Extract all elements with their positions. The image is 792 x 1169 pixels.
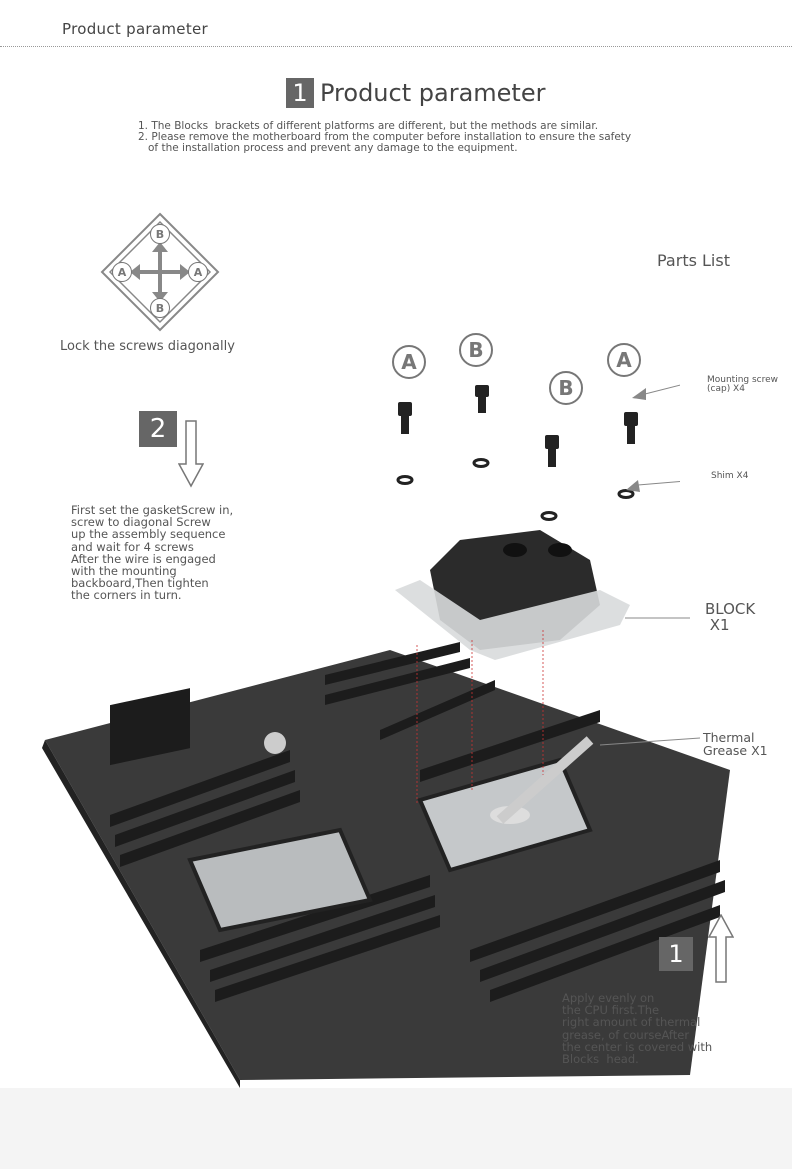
screws-and-shims-icon <box>396 384 680 521</box>
screw-label-b2: B <box>549 371 583 405</box>
parts-list-title: Parts List <box>657 251 730 270</box>
section-title: 1 Product parameter <box>286 78 545 108</box>
diamond-arrows-icon <box>100 212 220 332</box>
step1-text: Apply evenly on the CPU first.The right … <box>562 991 713 1067</box>
screw-label-b1: B <box>459 333 493 367</box>
step2-number: 2 <box>139 411 177 447</box>
header-divider <box>0 46 792 47</box>
diagram-caption: Lock the screws diagonally <box>60 339 235 354</box>
label-b-bottom: B <box>150 298 170 318</box>
label-a-left: A <box>112 262 132 282</box>
grease-label: Thermal Grease X1 <box>703 730 768 758</box>
header-title: Product parameter <box>62 20 209 38</box>
arrow-up-icon <box>708 914 734 983</box>
screw-label: Mounting screw (cap) X4 <box>707 375 779 394</box>
arrow-down-icon <box>178 420 204 488</box>
motherboard-illustration <box>42 530 730 1088</box>
shim-label: Shim X4 <box>711 471 749 481</box>
screw-label-a2: A <box>607 343 641 377</box>
screw-label-a1: A <box>392 345 426 379</box>
block-label: BLOCK X1 <box>705 600 756 634</box>
notes: 1. The Blocks brackets of different plat… <box>138 120 632 154</box>
footer-band <box>0 1088 792 1169</box>
step2-text: First set the gasketScrew in, screw to d… <box>71 503 234 603</box>
step1-number: 1 <box>659 937 693 971</box>
section-number: 1 <box>286 78 314 108</box>
section-title-text: Product parameter <box>320 79 546 107</box>
diagonal-diagram: B B A A <box>100 212 220 332</box>
label-a-right: A <box>188 262 208 282</box>
label-b-top: B <box>150 224 170 244</box>
